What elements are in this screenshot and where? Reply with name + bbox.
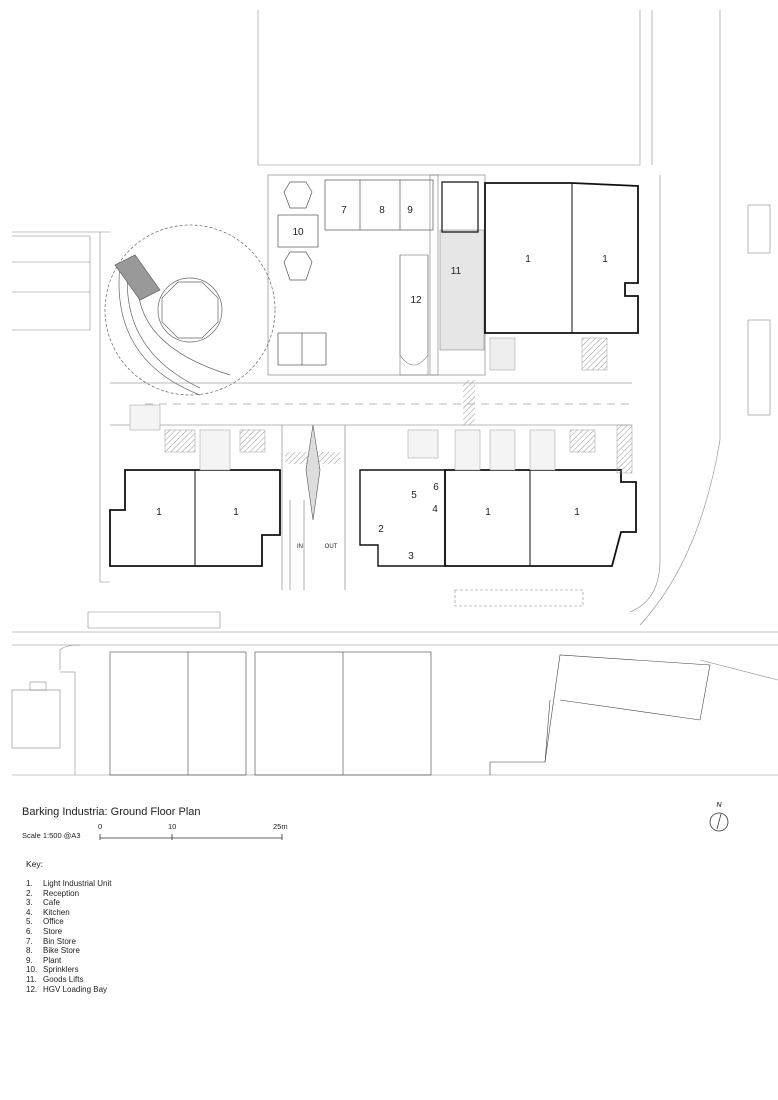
out-label: OUT <box>325 544 338 550</box>
key-num: 10. <box>26 965 38 975</box>
key-label: Light Industrial Unit <box>43 879 112 888</box>
key-label: Cafe <box>43 898 60 908</box>
scale-tick-0: 0 <box>98 822 103 831</box>
north-arrow-icon: N <box>706 798 732 838</box>
key-heading: Key: <box>26 859 44 869</box>
key-num: 7. <box>26 936 33 946</box>
in-label: IN <box>297 544 303 550</box>
buildings <box>109 181 639 567</box>
key-label: Plant <box>43 955 62 965</box>
key-item: 6. Store <box>26 927 111 937</box>
north-label: N <box>716 802 722 809</box>
key-num: 1. <box>26 879 33 888</box>
key-num: 9. <box>26 955 33 965</box>
scale-tick-10: 10 <box>168 822 177 831</box>
key-label: Goods Lifts <box>43 974 84 984</box>
office-label: 5 <box>411 490 417 501</box>
kitchen-label: 4 <box>432 504 438 515</box>
internal-road <box>110 380 632 590</box>
key-num: 6. <box>26 926 33 936</box>
key-list: 1. Light Industrial Unit 2. Reception 3. Ca… <box>26 879 111 994</box>
key-num: 12. <box>26 984 38 994</box>
plan-title: Barking Industria: Ground Floor Plan <box>22 806 201 818</box>
unit-label: 1 <box>525 254 531 265</box>
site-context <box>11 10 778 776</box>
key-label: Kitchen <box>43 907 70 917</box>
service-yard <box>267 174 486 376</box>
floor-plan-drawing: 1 1 1 1 1 1 2 3 4 5 6 7 8 9 10 11 12 IN … <box>11 10 778 776</box>
sprinklers-label: 10 <box>292 227 304 238</box>
key-item: 4. Kitchen <box>26 908 111 918</box>
goods-lifts-label: 11 <box>451 266 462 277</box>
key-label: Bike Store <box>43 946 80 956</box>
key-num: 11. <box>26 974 37 984</box>
key-item: 10. Sprinklers <box>26 965 111 975</box>
cafe-label: 3 <box>408 551 414 562</box>
key-num: 8. <box>26 946 33 956</box>
key-item: 9. Plant <box>26 956 111 966</box>
scale-bar <box>99 834 283 840</box>
store-label: 6 <box>433 482 439 493</box>
key-item: 11. Goods Lifts <box>26 975 111 985</box>
scale-text: Scale 1:500 @A3 <box>22 831 81 840</box>
key-label: HGV Loading Bay <box>43 984 108 994</box>
key-label: Store <box>43 926 63 936</box>
hgv-bay-label: 12 <box>410 295 422 306</box>
unit-label: 1 <box>602 254 608 265</box>
key-item: 7. Bin Store <box>26 937 111 947</box>
unit-label: 1 <box>485 507 491 518</box>
key-label: Bin Store <box>43 936 76 946</box>
key-label: Sprinklers <box>43 965 79 975</box>
key-item: 1. Light Industrial Unit <box>26 879 111 889</box>
service-rooms <box>277 179 434 366</box>
key-num: 2. <box>26 888 33 898</box>
key-num: 5. <box>26 917 33 927</box>
unit-label: 1 <box>233 507 239 518</box>
bin-store-label: 7 <box>341 205 347 216</box>
key-item: 5. Office <box>26 917 111 927</box>
key-label: Office <box>43 917 64 927</box>
bike-store-label: 8 <box>379 205 385 216</box>
cycle-ramp <box>104 224 276 396</box>
reception-label: 2 <box>378 524 384 535</box>
key-num: 4. <box>26 907 33 917</box>
unit-label: 1 <box>574 507 580 518</box>
key-item: 8. Bike Store <box>26 946 111 956</box>
key-item: 2. Reception <box>26 889 111 899</box>
plant-label: 9 <box>407 205 413 216</box>
key-item: 12. HGV Loading Bay <box>26 985 111 995</box>
key-num: 3. <box>26 898 33 908</box>
scale-tick-25: 25m <box>273 822 288 831</box>
external-hatching <box>129 337 633 474</box>
key-item: 3. Cafe <box>26 898 111 908</box>
key-label: Reception <box>43 888 80 898</box>
unit-label: 1 <box>156 507 162 518</box>
